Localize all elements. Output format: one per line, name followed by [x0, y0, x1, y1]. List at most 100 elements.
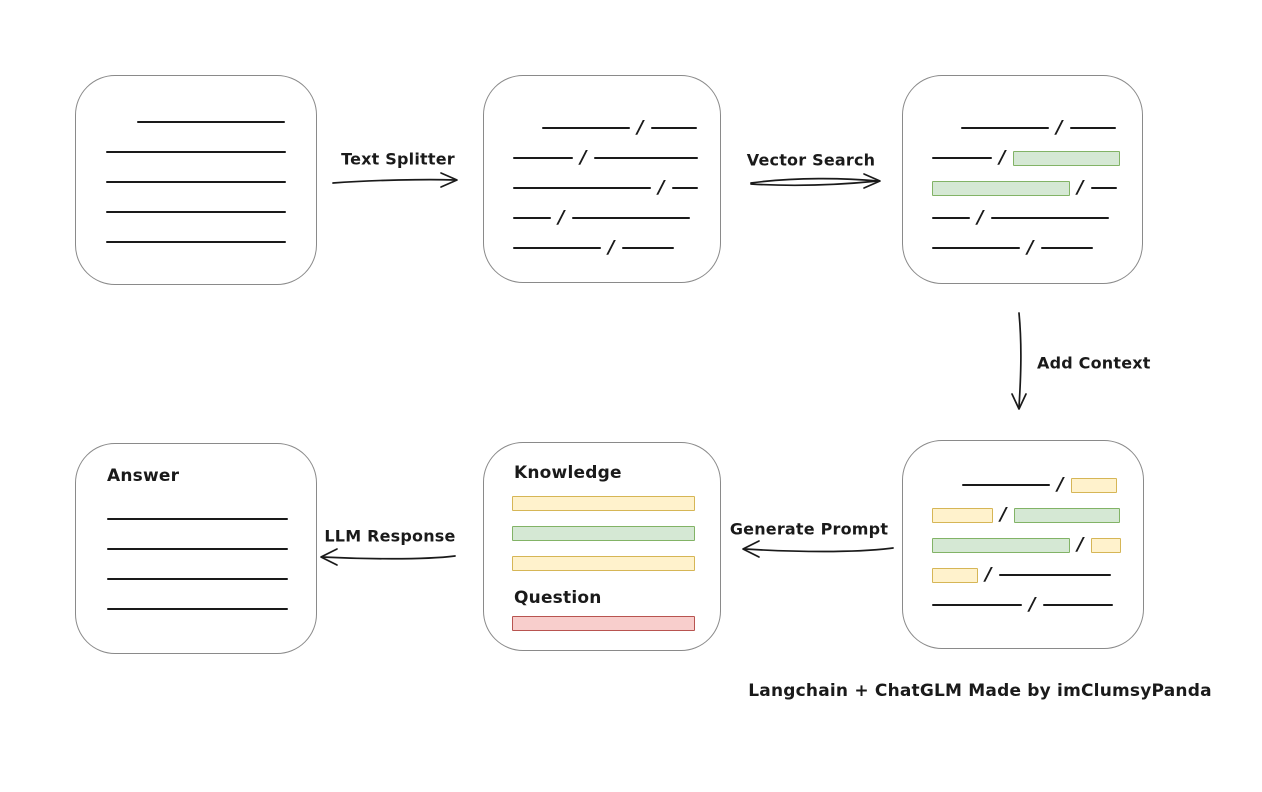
text-line	[107, 608, 288, 610]
split-text-box: / / / / /	[483, 75, 721, 283]
slash-separator: /	[558, 207, 565, 228]
text-line	[932, 604, 1022, 606]
green-chunk-bar	[1013, 507, 1120, 523]
llm-response-label: LLM Response	[324, 526, 456, 546]
text-line	[107, 548, 288, 550]
slash-separator: /	[1057, 474, 1064, 495]
text-line	[542, 127, 630, 129]
vector-matches-box: / / / / /	[902, 75, 1143, 284]
text-line	[1090, 187, 1117, 189]
text-row: /	[932, 530, 1121, 560]
knowledge-label: Knowledge	[514, 463, 622, 483]
slash-separator: /	[608, 237, 615, 258]
text-row: /	[932, 173, 1120, 203]
vector-search-label: Vector Search	[746, 150, 876, 170]
text-line	[671, 187, 698, 189]
document-box	[75, 75, 317, 285]
split-text-rows: / / / / /	[513, 113, 698, 263]
text-line	[106, 241, 286, 243]
text-line	[106, 151, 286, 153]
text-row: /	[542, 113, 698, 143]
caption: Langchain + ChatGLM Made by imClumsyPand…	[748, 681, 1212, 701]
answer-box: Answer	[75, 443, 317, 654]
text-line	[1042, 604, 1113, 606]
text-row: /	[513, 233, 698, 263]
text-row: /	[932, 233, 1120, 263]
text-line	[1040, 247, 1093, 249]
green-chunk-bar	[1012, 150, 1120, 166]
slash-separator: /	[580, 147, 587, 168]
text-line	[107, 518, 288, 520]
text-row: /	[513, 143, 698, 173]
text-line	[962, 484, 1050, 486]
slash-separator: /	[658, 177, 665, 198]
red-bar	[512, 616, 695, 631]
text-line	[932, 157, 992, 159]
text-line	[998, 574, 1111, 576]
yellow-bar	[512, 556, 695, 571]
generate-prompt-label: Generate Prompt	[729, 519, 889, 539]
context-chunks-rows: / / / / /	[932, 470, 1121, 620]
add-context-label: Add Context	[1037, 353, 1151, 373]
text-row: /	[513, 203, 698, 233]
text-line	[106, 181, 286, 183]
text-splitter-arrow	[332, 172, 458, 188]
text-line	[513, 187, 651, 189]
text-row: /	[932, 143, 1120, 173]
slash-separator: /	[985, 564, 992, 585]
slash-separator: /	[1027, 237, 1034, 258]
green-bar	[512, 526, 695, 541]
text-splitter-label: Text Splitter	[341, 149, 455, 169]
llm-response-arrow	[320, 548, 456, 566]
vector-matches-rows: / / / / /	[932, 113, 1120, 263]
slash-separator: /	[1029, 594, 1036, 615]
generate-prompt-arrow	[742, 540, 894, 558]
text-line	[513, 217, 551, 219]
text-row: /	[961, 113, 1120, 143]
prompt-box: Knowledge Question	[483, 442, 721, 651]
text-line	[932, 217, 970, 219]
question-label: Question	[514, 588, 602, 608]
text-line	[107, 578, 288, 580]
yellow-chunk-bar	[1070, 477, 1117, 493]
text-line	[621, 247, 674, 249]
answer-label: Answer	[107, 466, 180, 486]
answer-lines	[107, 518, 288, 610]
text-line	[513, 247, 601, 249]
text-line	[106, 211, 286, 213]
yellow-chunk-bar	[932, 567, 978, 583]
text-row: /	[932, 560, 1121, 590]
slash-separator: /	[1077, 177, 1084, 198]
text-line	[571, 217, 690, 219]
text-line	[1069, 127, 1116, 129]
yellow-chunk-bar	[932, 507, 993, 523]
text-line	[137, 121, 285, 123]
slash-separator: /	[977, 207, 984, 228]
question-bars	[512, 616, 695, 631]
slash-separator: /	[637, 117, 644, 138]
text-row: /	[962, 470, 1121, 500]
slash-separator: /	[1056, 117, 1063, 138]
text-row: /	[932, 203, 1120, 233]
text-line	[650, 127, 697, 129]
slash-separator: /	[1077, 534, 1084, 555]
slash-separator: /	[999, 147, 1006, 168]
text-line	[990, 217, 1109, 219]
green-chunk-bar	[932, 537, 1070, 553]
knowledge-bars	[512, 496, 695, 571]
text-line	[513, 157, 573, 159]
document-lines	[106, 121, 286, 243]
text-line	[932, 247, 1020, 249]
text-row: /	[513, 173, 698, 203]
add-context-arrow	[1011, 312, 1027, 410]
green-chunk-bar	[932, 180, 1070, 196]
context-chunks-box: / / / / /	[902, 440, 1144, 649]
yellow-bar	[512, 496, 695, 511]
vector-search-arrow	[750, 173, 881, 189]
text-row: /	[932, 500, 1121, 530]
slash-separator: /	[1000, 504, 1007, 525]
text-line	[593, 157, 698, 159]
text-line	[961, 127, 1049, 129]
yellow-chunk-bar	[1090, 537, 1121, 553]
